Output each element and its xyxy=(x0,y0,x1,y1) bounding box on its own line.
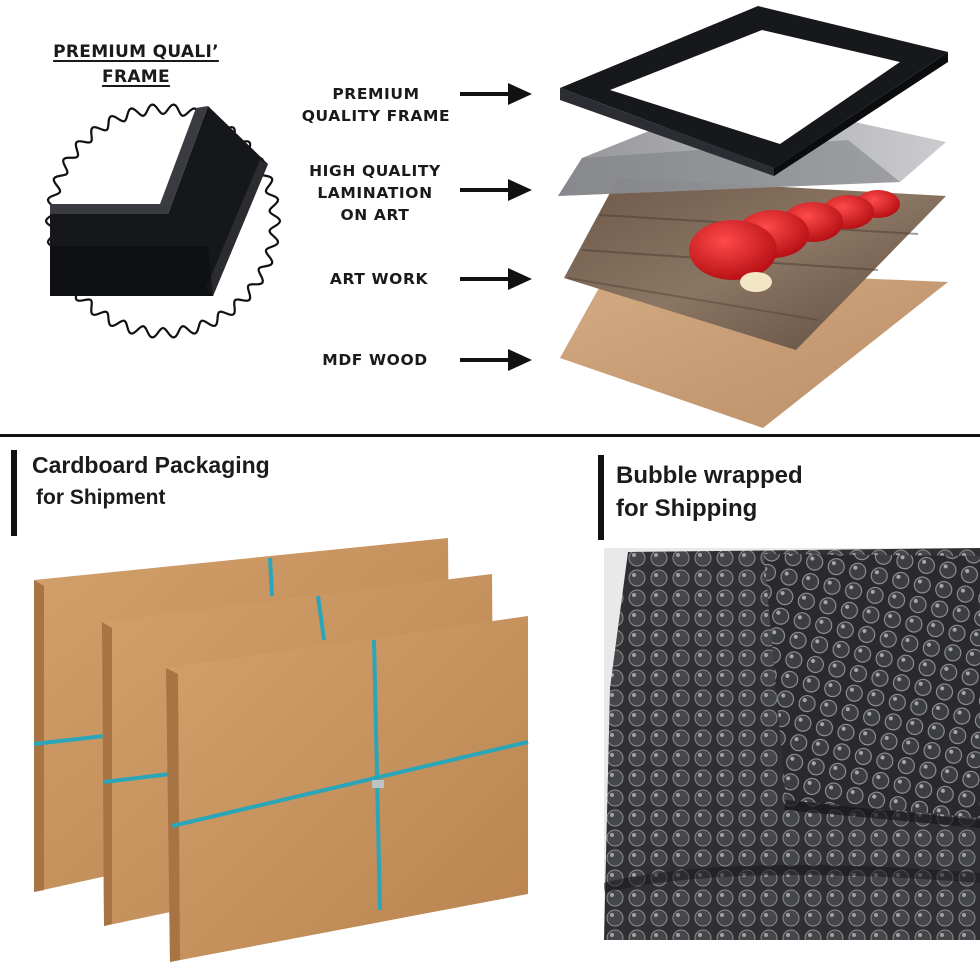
layer-label-frame-line2: QUALITY FRAME xyxy=(301,107,451,125)
exploded-frame-illustration xyxy=(558,6,948,428)
badge-title-line2: FRAME xyxy=(102,67,170,87)
layer-label-lamination: HIGH QUALITY LAMINATION ON ART xyxy=(300,160,450,226)
bubble-subtitle: for Shipping xyxy=(616,495,758,522)
frame-corner-side-edge xyxy=(206,160,268,296)
frame-corner-icon xyxy=(44,103,282,339)
arrow-right-icon xyxy=(460,349,532,371)
layer-label-mdf: MDF WOOD xyxy=(308,349,442,371)
bubble-heading-bar xyxy=(598,455,604,540)
artwork-layer xyxy=(564,178,946,350)
arrow-right-icon xyxy=(460,83,532,105)
layer-label-mdf-line1: MDF WOOD xyxy=(322,351,428,369)
layer-label-frame-line1: PREMIUM xyxy=(332,85,420,103)
badge-title: PREMIUM QUALI’ FRAME xyxy=(30,40,242,90)
layer-label-lamination-line3: ON ART xyxy=(340,206,410,224)
layer-label-artwork-line1: ART WORK xyxy=(329,270,429,288)
layer-label-lamination-line1: HIGH QUALITY xyxy=(309,162,441,180)
arrow-right-icon xyxy=(460,268,532,290)
frame-corner-top-edge xyxy=(50,106,208,214)
premium-frame-layer xyxy=(560,6,948,176)
section-divider xyxy=(0,434,980,437)
arrow-right-icon xyxy=(460,179,532,201)
bubble-title: Bubble wrapped xyxy=(616,462,803,489)
cardboard-subtitle: for Shipment xyxy=(36,486,166,509)
badge-title-line1: PREMIUM QUALI’ xyxy=(53,42,219,62)
apple-slices-artwork xyxy=(689,190,900,292)
bubble-wrap-package-front xyxy=(764,554,980,818)
layer-label-frame: PREMIUM QUALITY FRAME xyxy=(296,83,456,127)
cardboard-title: Cardboard Packaging xyxy=(32,452,270,478)
bubble-wrap-photo xyxy=(604,548,980,940)
layer-label-artwork: ART WORK xyxy=(314,268,444,290)
frame-corner-badge xyxy=(38,96,288,346)
cardboard-heading-bar xyxy=(11,450,17,536)
layer-label-lamination-line2: LAMINATION xyxy=(317,184,433,202)
mdf-wood-layer xyxy=(560,268,948,428)
frame-corner-shadow xyxy=(50,246,213,296)
layer-arrows xyxy=(460,83,532,371)
cardboard-box-front xyxy=(166,616,529,962)
cardboard-boxes-photo xyxy=(33,538,529,962)
